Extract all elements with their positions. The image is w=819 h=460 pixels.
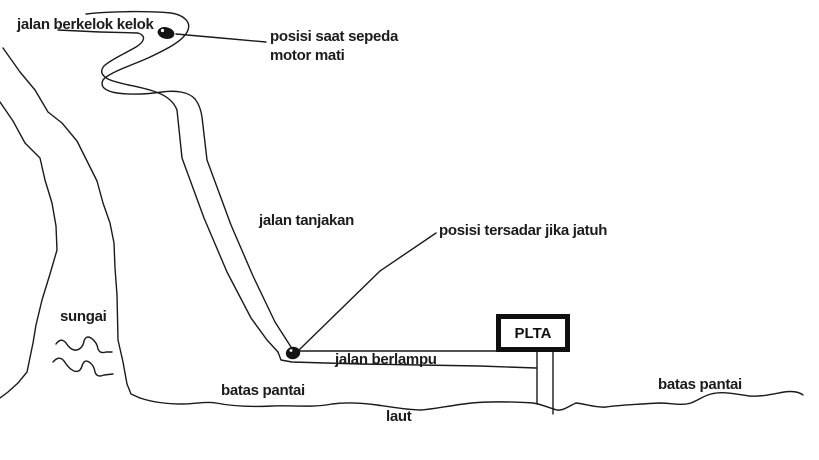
label-uphill-road: jalan tanjakan bbox=[259, 212, 355, 229]
pointer-line-motor-dead bbox=[175, 33, 267, 43]
label-winding-road: jalan berkelok kelok bbox=[17, 16, 154, 33]
label-beach-boundary-left: batas pantai bbox=[221, 382, 305, 399]
label-sea: laut bbox=[386, 408, 412, 425]
river-wave-icon bbox=[52, 357, 114, 377]
label-wake-position: posisi tersadar jika jatuh bbox=[439, 222, 608, 239]
river-left-bank-line bbox=[0, 101, 58, 399]
coastline-line bbox=[139, 390, 804, 411]
fall-position-dot-icon bbox=[285, 346, 301, 360]
river-wave-icon bbox=[55, 336, 113, 354]
pointer-line-wake-position bbox=[298, 232, 437, 351]
label-beach-boundary-right: batas pantai bbox=[658, 376, 742, 393]
label-motor-dead-position: posisi saat sepeda motor mati bbox=[270, 28, 398, 64]
motorcycle-dot-icon bbox=[157, 27, 175, 39]
road-inner-edge-line bbox=[57, 29, 279, 353]
lit-road-bottom-edge-line bbox=[277, 351, 537, 369]
road-outer-edge-line bbox=[85, 10, 292, 348]
label-lit-road: jalan berlampu bbox=[335, 351, 437, 368]
river-right-bank-line bbox=[2, 47, 141, 399]
plta-building-label: PLTA bbox=[514, 324, 552, 342]
plta-building-box: PLTA bbox=[496, 314, 570, 352]
label-river: sungai bbox=[60, 308, 107, 325]
